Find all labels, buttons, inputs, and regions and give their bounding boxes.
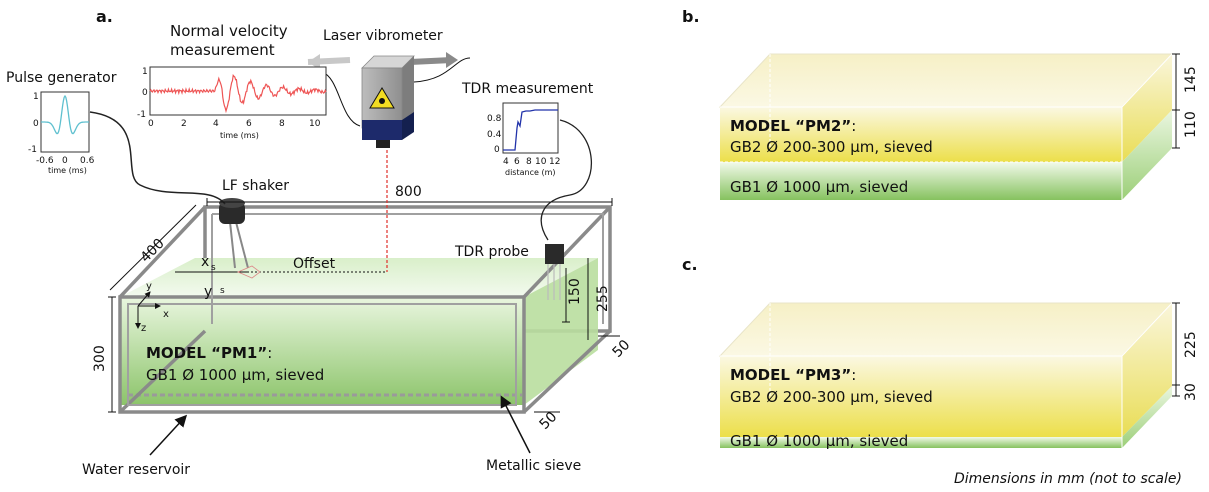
axis-z-label: z: [141, 323, 146, 334]
dim-width: 400: [138, 236, 168, 266]
tdr-xtick-4: 4: [503, 157, 509, 167]
axes-triad: [135, 291, 161, 329]
tdr-xtick-10: 10: [535, 157, 547, 167]
pulse-xtick-c: 0.6: [80, 156, 95, 166]
velocity-title-1: Normal velocity: [170, 22, 288, 40]
pulse-xtick-a: -0.6: [36, 156, 54, 166]
tdr-probe-label: TDR probe: [454, 244, 529, 260]
pm2-dim-bottom: 110: [1183, 111, 1199, 138]
pm2-title: MODEL “PM2”:: [730, 117, 856, 135]
dim-height: 300: [92, 345, 108, 372]
tank-inner-rails: [127, 213, 604, 406]
tank-sand: [120, 258, 598, 405]
pulse-ytick-neg1: -1: [28, 145, 37, 155]
shaker-cable: [89, 111, 226, 205]
panel-c-label: c.: [682, 255, 698, 274]
pulse-ytick-1: 1: [33, 92, 39, 102]
tdr-xtick-8: 8: [526, 157, 532, 167]
vel-ytick-0: 0: [142, 88, 148, 98]
tdr-curve: [503, 109, 558, 151]
tdr-xlabel: distance (m): [505, 168, 555, 177]
pm3-block: [718, 302, 1174, 448]
tdr-ytick-0: 0: [494, 145, 500, 155]
shaker: [219, 198, 249, 269]
tdr-probe-box: [545, 244, 564, 264]
footnote: Dimensions in mm (not to scale): [954, 471, 1182, 487]
panel-b-label: b.: [682, 7, 700, 26]
tdr-cable: [540, 119, 592, 241]
xs-subscript: s: [211, 263, 216, 273]
pm1-title: MODEL “PM1”:: [146, 344, 272, 362]
dim-255: 255: [595, 285, 611, 312]
offset-label: Offset: [293, 256, 336, 272]
velocity-curve: [149, 74, 327, 114]
vel-ytick-neg1: -1: [137, 110, 146, 120]
tank-front-frame: [118, 205, 612, 414]
water-reservoir-label: Water reservoir: [82, 462, 190, 478]
pm3-title: MODEL “PM3”:: [730, 366, 856, 384]
pm3-line1: GB2 Ø 200-300 µm, sieved: [730, 388, 933, 406]
laser-title: Laser vibrometer: [323, 28, 443, 44]
vel-xtick-4: 4: [213, 119, 219, 129]
pm2-line1: GB2 Ø 200-300 µm, sieved: [730, 138, 933, 156]
dim-150: 150: [567, 278, 583, 305]
metallic-sieve-arrow: [500, 395, 531, 454]
axis-y-label: y: [146, 281, 152, 292]
pulse-curve: [41, 94, 89, 135]
pm3-line2: GB1 Ø 1000 µm, sieved: [730, 432, 908, 450]
ys-subscript: s: [220, 286, 225, 296]
pulse-xlabel: time (ms): [48, 166, 87, 175]
tdr-xtick-6: 6: [514, 157, 520, 167]
pm2-line2: GB1 Ø 1000 µm, sieved: [730, 178, 908, 196]
vel-xtick-2: 2: [181, 119, 187, 129]
shaker-label: LF shaker: [222, 178, 289, 194]
velocity-title-2: measurement: [170, 41, 275, 59]
vel-xtick-0: 0: [148, 119, 154, 129]
pulse-xtick-b: 0: [62, 156, 68, 166]
tdr-ytick-04: 0.4: [487, 130, 502, 140]
pulse-ytick-0: 0: [33, 119, 39, 129]
vel-xtick-8: 8: [279, 119, 285, 129]
metallic-sieve-label: Metallic sieve: [486, 458, 581, 474]
pm1-line: GB1 Ø 1000 µm, sieved: [146, 366, 324, 384]
ys-label: y: [204, 284, 212, 300]
dim-50-a: 50: [610, 337, 634, 361]
tdr-xtick-12: 12: [549, 157, 560, 167]
vel-ytick-1: 1: [142, 67, 148, 77]
pm2-block: [718, 53, 1174, 200]
vel-xlabel: time (ms): [220, 131, 259, 140]
vel-xtick-6: 6: [246, 119, 252, 129]
axis-x-label: x: [163, 309, 169, 320]
tdr-title: TDR measurement: [461, 81, 594, 97]
xs-label: x: [201, 254, 209, 270]
pm3-dim-bottom: 30: [1183, 383, 1199, 401]
dim-length: 800: [395, 184, 422, 200]
tdr-ytick-08: 0.8: [487, 114, 502, 124]
vel-xtick-10: 10: [309, 119, 321, 129]
pm2-dim-top: 145: [1183, 66, 1199, 93]
dim-line-width: [109, 204, 197, 291]
laser-vibrometer: [307, 52, 458, 148]
pulse-title: Pulse generator: [6, 70, 117, 86]
panel-a-label: a.: [96, 7, 113, 26]
pm3-dim-top: 225: [1183, 331, 1199, 358]
water-reservoir-arrow: [149, 414, 188, 456]
